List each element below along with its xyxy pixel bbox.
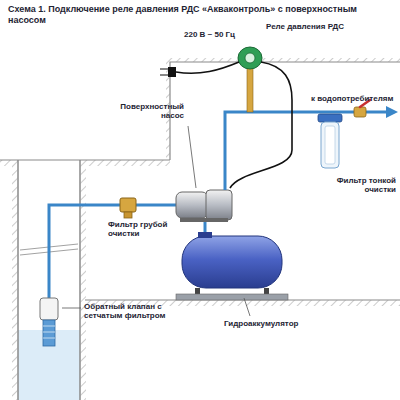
pump-head [206,190,232,220]
part-label: 220 В ~ 50 Гц [184,30,244,39]
part-label: Гидроаккумулятор [224,319,324,328]
coarse-filter [120,198,136,212]
well-hatch [12,166,18,400]
power-cable [176,62,239,73]
fine-filter-flask [321,122,339,168]
check-valve [40,298,58,320]
part-label: Фильтр тонкой очистки [320,176,396,194]
leader-line [244,298,250,316]
hydro-tank [182,236,282,288]
part-label: Обратный клапан с сетчатым фильтром [84,302,170,320]
pressure-relay [238,47,262,69]
part-label: к водопотребителям [311,94,397,103]
leader-line [62,308,81,309]
well-hatch [80,166,86,400]
ball-valve [354,107,366,117]
flow-arrow [386,106,398,118]
pump-motor [176,192,208,218]
ground-hatch [0,160,18,166]
suction-pipe [49,205,120,300]
part-label: Поверхностный насос [112,102,184,120]
pump-cable [230,62,292,188]
tank-base [176,294,288,300]
ground-line [0,159,170,160]
ground-hatch [80,160,170,166]
relay-fitting [247,68,253,112]
roof-hatch [170,58,400,62]
power-plug [168,67,176,77]
mesh-filter [43,320,55,346]
pump-base [180,218,228,222]
part-label: Реле давления РДС [266,22,366,31]
leader-line [188,126,196,188]
suction-pipe [136,204,176,207]
fine-filter-cap [318,114,342,122]
part-label: Фильтр грубой очистки [108,220,172,238]
